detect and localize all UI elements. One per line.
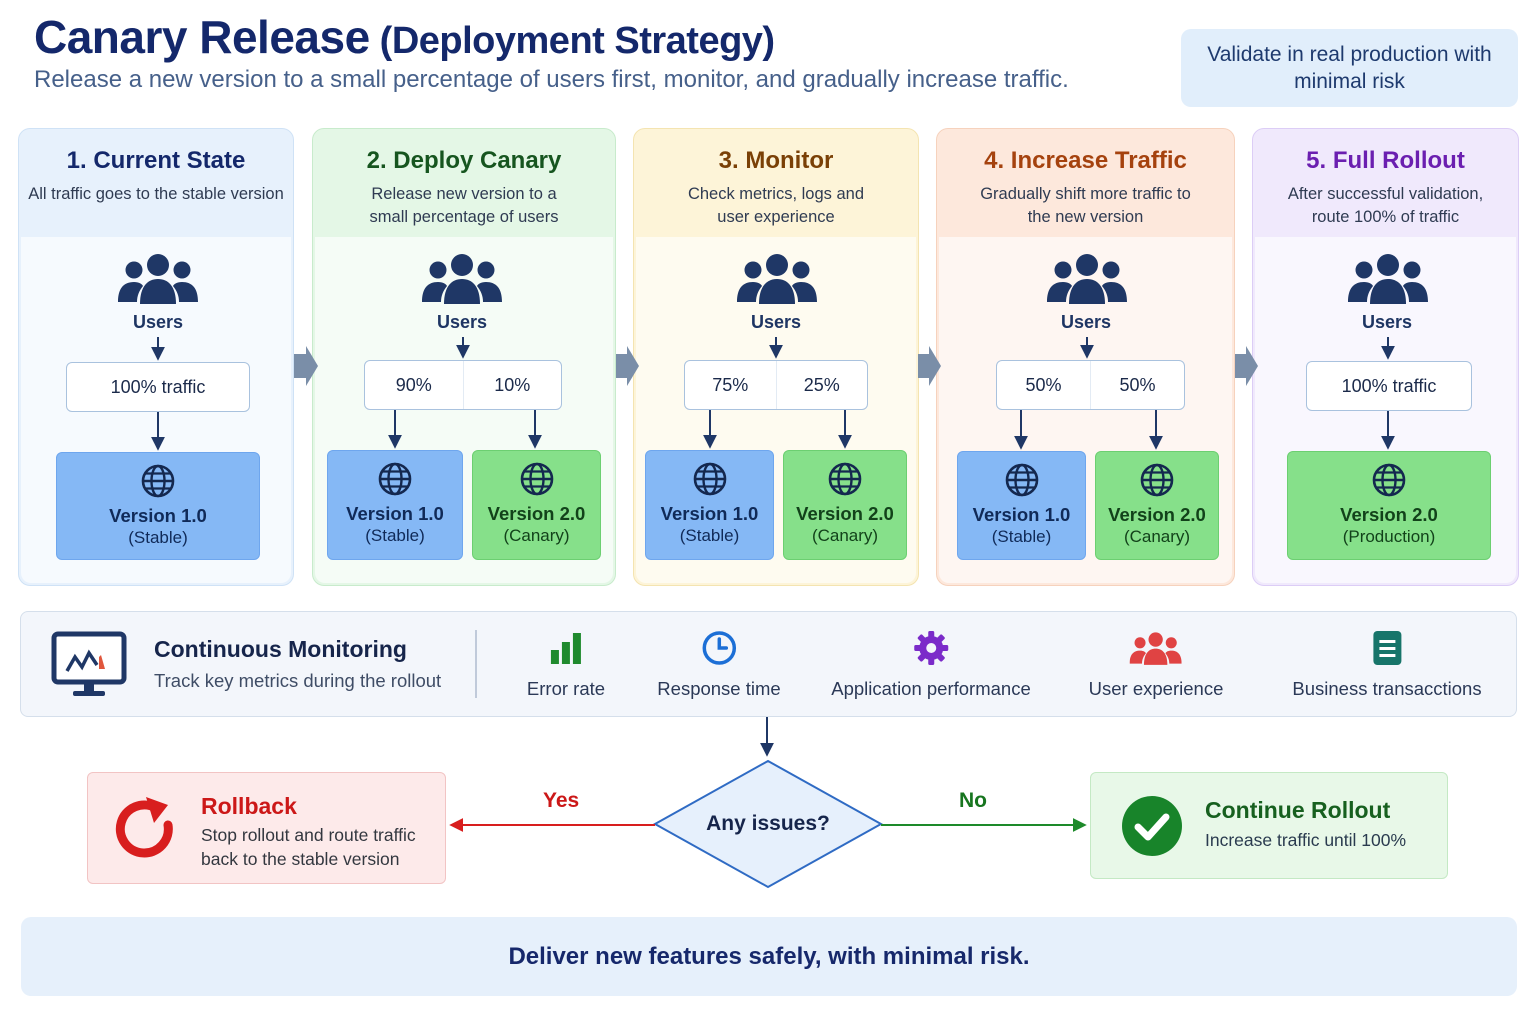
version-box-stable: Version 1.0 (Stable) [56, 452, 260, 560]
traffic-split-box: 90% 10% [364, 360, 562, 410]
page-title: Canary Release(Deployment Strategy) [34, 10, 775, 64]
users-label: Users [132, 312, 184, 332]
traffic-split-box: 50% 50% [996, 360, 1185, 410]
title-sub: (Deployment Strategy) [379, 20, 775, 62]
rollback-icon [115, 797, 173, 858]
bar-chart-icon [550, 633, 581, 664]
metric-label: Error rate [526, 678, 606, 699]
metric-label: Application performance [831, 678, 1031, 699]
monitoring-title: Continuous Monitoring [154, 636, 407, 662]
rollback-box: Rollback Stop rollout and route traffic … [87, 772, 446, 884]
version-name: Version 2.0 [487, 503, 586, 524]
version-tag: (Canary) [1123, 527, 1191, 546]
users-label: Users [1361, 312, 1413, 332]
traffic-share: 100% traffic [110, 376, 206, 397]
metric-label: Business transacctions [1292, 678, 1482, 699]
validation-callout: Validate in real production with minimal… [1181, 29, 1518, 107]
traffic-share-stable: 50% [1025, 374, 1062, 395]
users-label: Users [1060, 312, 1112, 332]
traffic-share-canary: 10% [462, 361, 562, 409]
version-box-canary: Version 2.0 (Canary) [472, 450, 601, 560]
continue-title: Continue Rollout [1205, 797, 1391, 823]
gear-icon [914, 631, 948, 665]
metric-user-experience: User experience [1088, 630, 1224, 700]
traffic-split-box: 100% traffic [66, 362, 250, 412]
version-box-canary: Version 2.0 (Canary) [1095, 451, 1219, 560]
traffic-share-canary: 50% [1090, 361, 1184, 409]
no-label: No [959, 789, 987, 812]
version-box-canary: Version 2.0 (Canary) [783, 450, 907, 560]
traffic-split-box: 75% 25% [684, 360, 868, 410]
decision-question: Any issues? [706, 812, 830, 835]
next-stage-arrow [294, 346, 318, 386]
version-name: Version 1.0 [660, 503, 759, 524]
continue-text: Increase traffic until 100% [1205, 830, 1407, 850]
version-tag: (Stable) [128, 528, 188, 547]
version-name: Version 1.0 [109, 505, 207, 526]
stage-title: 3. Monitor [718, 147, 834, 174]
metric-response-time: Response time [657, 630, 781, 700]
stage-description: Check metrics, logs and user experience [687, 185, 865, 226]
check-circle-icon [1122, 796, 1182, 856]
metric-error-rate: Error rate [527, 630, 605, 700]
stage-description: Gradually shift more traffic to the new … [980, 185, 1191, 226]
version-tag: (Canary) [811, 526, 879, 545]
traffic-share-stable: 75% [712, 374, 749, 395]
stage-description: After successful validation, route 100% … [1287, 185, 1484, 226]
monitor-icon [51, 631, 127, 696]
traffic-share-canary: 25% [775, 361, 868, 409]
metric-label: User experience [1088, 678, 1224, 699]
rollback-text: Stop rollout and route traffic back to t… [201, 825, 416, 869]
version-name: Version 1.0 [346, 503, 444, 524]
page-subtitle: Release a new version to a small percent… [34, 66, 1069, 93]
version-name: Version 2.0 [1340, 504, 1438, 525]
traffic-to-version-arrows [151, 410, 1395, 451]
version-tag: (Production) [1342, 527, 1436, 546]
version-name: Version 2.0 [1108, 504, 1206, 525]
users-label: Users [436, 312, 488, 332]
yes-label: Yes [543, 789, 580, 812]
stage-title: 1. Current State [66, 147, 246, 174]
traffic-share-stable: 90% [395, 374, 432, 395]
users-to-traffic-arrows [151, 337, 1395, 361]
next-stage-arrow [1235, 346, 1258, 386]
clock-icon [702, 631, 736, 665]
users-label: Users [750, 312, 802, 332]
title-main: Canary Release [34, 11, 370, 63]
continue-rollout-box: Continue Rollout Increase traffic until … [1090, 772, 1448, 879]
monitoring-divider [475, 630, 477, 698]
version-box-stable: Version 1.0 (Stable) [957, 451, 1086, 560]
decision-diamond [652, 759, 884, 889]
version-tag: (Stable) [991, 527, 1052, 546]
document-icon [1372, 631, 1401, 665]
version-box-stable: Version 1.0 (Stable) [645, 450, 774, 560]
traffic-share: 100% traffic [1341, 375, 1437, 396]
stage-title: 4. Increase Traffic [984, 147, 1187, 174]
rollback-title: Rollback [201, 793, 297, 819]
version-box-production: Version 2.0 (Production) [1287, 451, 1491, 560]
metric-business-transactions: Business transacctions [1292, 630, 1482, 700]
metric-label: Response time [657, 678, 781, 699]
stage-title: 5. Full Rollout [1306, 147, 1465, 174]
version-name: Version 2.0 [796, 503, 894, 524]
stage-description: Release new version to a small percentag… [369, 185, 559, 226]
stage-title: 2. Deploy Canary [366, 147, 562, 174]
version-tag: (Stable) [365, 526, 425, 545]
monitoring-subtitle: Track key metrics during the rollout [154, 670, 442, 691]
version-name: Version 1.0 [972, 504, 1071, 525]
metric-application-performance: Application performance [831, 630, 1031, 700]
footer-banner: Deliver new features safely, with minima… [21, 917, 1517, 996]
next-stage-arrow [616, 346, 639, 386]
version-box-stable: Version 1.0 (Stable) [327, 450, 463, 560]
version-tag: (Stable) [679, 526, 740, 545]
stage-description: All traffic goes to the stable version [28, 185, 284, 203]
monitoring-panel: Continuous Monitoring Track key metrics … [20, 611, 1517, 717]
version-tag: (Canary) [503, 526, 570, 545]
traffic-split-box: 100% traffic [1306, 361, 1472, 411]
users-icon [1129, 632, 1182, 665]
next-stage-arrow [918, 346, 941, 386]
